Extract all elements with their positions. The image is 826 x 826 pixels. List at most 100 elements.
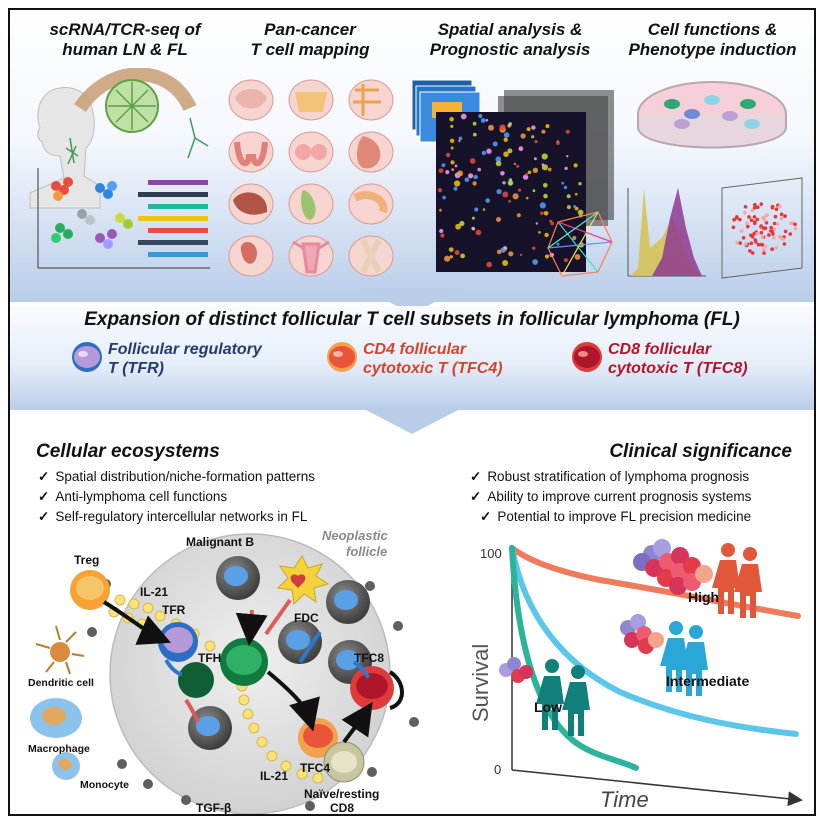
scatter-point <box>741 236 746 240</box>
scatter-point <box>755 217 760 222</box>
tissue-spot <box>541 163 545 166</box>
tissue-spot <box>472 121 477 126</box>
tissue-spot <box>486 261 492 268</box>
scatter-point <box>753 238 757 242</box>
tissue-spot <box>451 168 455 171</box>
tissue-spot <box>450 124 454 128</box>
scatter-point <box>788 232 792 236</box>
tissue-spot <box>532 259 539 265</box>
organ-details <box>233 84 388 274</box>
tissue-spot <box>518 146 524 152</box>
tissue-spot <box>566 194 571 199</box>
tissue-spot <box>573 163 578 168</box>
tissue-spot <box>541 153 548 160</box>
tissue-spot <box>507 123 512 128</box>
scatter-point <box>773 214 778 219</box>
high-people <box>712 543 762 618</box>
scatter-point <box>763 214 768 218</box>
ecosystems-bullets: ✓ Spatial distribution/niche-formation pa… <box>38 467 315 527</box>
dish-cells <box>664 95 760 129</box>
interaction-arrows <box>102 598 404 744</box>
tissue-spot <box>496 189 502 195</box>
dendritic-label: Dendritic cell <box>28 677 94 689</box>
scatter-point <box>750 208 755 213</box>
scatter-point <box>761 247 766 252</box>
scatter-point <box>763 244 768 249</box>
curve-intermediate <box>509 545 799 737</box>
tissue-spot <box>502 191 509 198</box>
tissue-spot <box>543 193 548 199</box>
tissue-spot <box>544 232 549 238</box>
bullet-text: Self-regulatory intercellular networks i… <box>55 509 308 524</box>
tcr-sequence-bars <box>138 180 208 257</box>
tissue-spot <box>444 255 451 262</box>
tissue-spot <box>564 166 568 171</box>
tissue-spot <box>535 222 538 225</box>
y-axis-label: Survival <box>468 644 493 722</box>
tissue-spot <box>538 231 541 234</box>
tissue-spot <box>556 242 560 246</box>
organ-grid <box>228 79 394 277</box>
functions-illustration <box>627 81 803 279</box>
tissue-spot <box>486 148 492 154</box>
tfc4-cell-icon <box>327 342 357 372</box>
tissue-spot <box>472 132 477 137</box>
tissue-spot <box>449 255 453 259</box>
scatter-point <box>743 210 747 215</box>
panel-heading-functions: Cell functions & Phenotype induction <box>615 20 810 60</box>
subset-label-line: CD8 follicular <box>608 341 712 358</box>
scatter-point <box>755 231 760 236</box>
naive-label-line1: Naïve/resting <box>304 787 379 801</box>
tissue-spot <box>520 133 526 139</box>
scatter-point <box>747 215 751 219</box>
bullet-text: Spatial distribution/niche-formation pat… <box>55 469 315 484</box>
tissue-spot <box>454 164 458 168</box>
scatter-point <box>749 218 754 222</box>
scatter-point <box>752 206 757 210</box>
tissue-spot <box>508 251 514 257</box>
panel-heading-line: T cell mapping <box>250 40 370 59</box>
scatter-point <box>753 220 757 224</box>
check-icon: ✓ <box>38 489 50 504</box>
tissue-spot <box>577 209 584 216</box>
tissue-spot <box>574 254 581 260</box>
chevron-down-icon <box>362 408 462 434</box>
tissue-spot <box>485 118 489 122</box>
tissue-spot <box>502 260 509 266</box>
intermediate-people <box>660 621 708 696</box>
tissue-spot <box>547 167 552 172</box>
subset-label-line: Follicular regulatory <box>108 341 262 358</box>
subset-label-tfc4: CD4 follicular cytotoxic T (TFC4) <box>363 340 563 378</box>
tissue-spot <box>500 171 505 176</box>
scatter-point <box>793 222 797 227</box>
scatter-point <box>770 247 774 251</box>
neoplastic-label: Neoplastic <box>322 528 389 543</box>
bullet-text: Anti-lymphoma cell functions <box>55 489 228 504</box>
tissue-spot <box>572 236 577 240</box>
tissue-spot <box>531 135 535 139</box>
tfc8-cell <box>350 666 394 710</box>
scatter-point <box>760 243 765 247</box>
tissue-spot <box>439 208 442 212</box>
scatter-point <box>759 230 764 235</box>
tfh-second-cell <box>178 662 214 698</box>
tissue-spot <box>532 167 539 173</box>
check-icon: ✓ <box>38 469 50 484</box>
tissue-spot <box>533 157 537 161</box>
tissue-spot <box>499 124 506 131</box>
panel-heading-spatial: Spatial analysis & Prognostic analysis <box>405 20 615 60</box>
tissue-spot <box>525 173 528 176</box>
scatter-point <box>779 216 784 221</box>
tissue-spot <box>471 216 475 220</box>
tissue-spot <box>496 217 501 222</box>
x-axis <box>511 769 803 807</box>
cell-clusters <box>51 177 133 249</box>
tissue-spot <box>460 253 465 259</box>
scatter-point <box>752 231 756 236</box>
check-icon: ✓ <box>470 489 482 504</box>
scatter-point <box>745 221 749 226</box>
scatter-point <box>761 226 766 230</box>
tissue-spot <box>495 160 502 167</box>
tissue-spot <box>449 138 455 143</box>
tissue-spot <box>454 180 461 187</box>
